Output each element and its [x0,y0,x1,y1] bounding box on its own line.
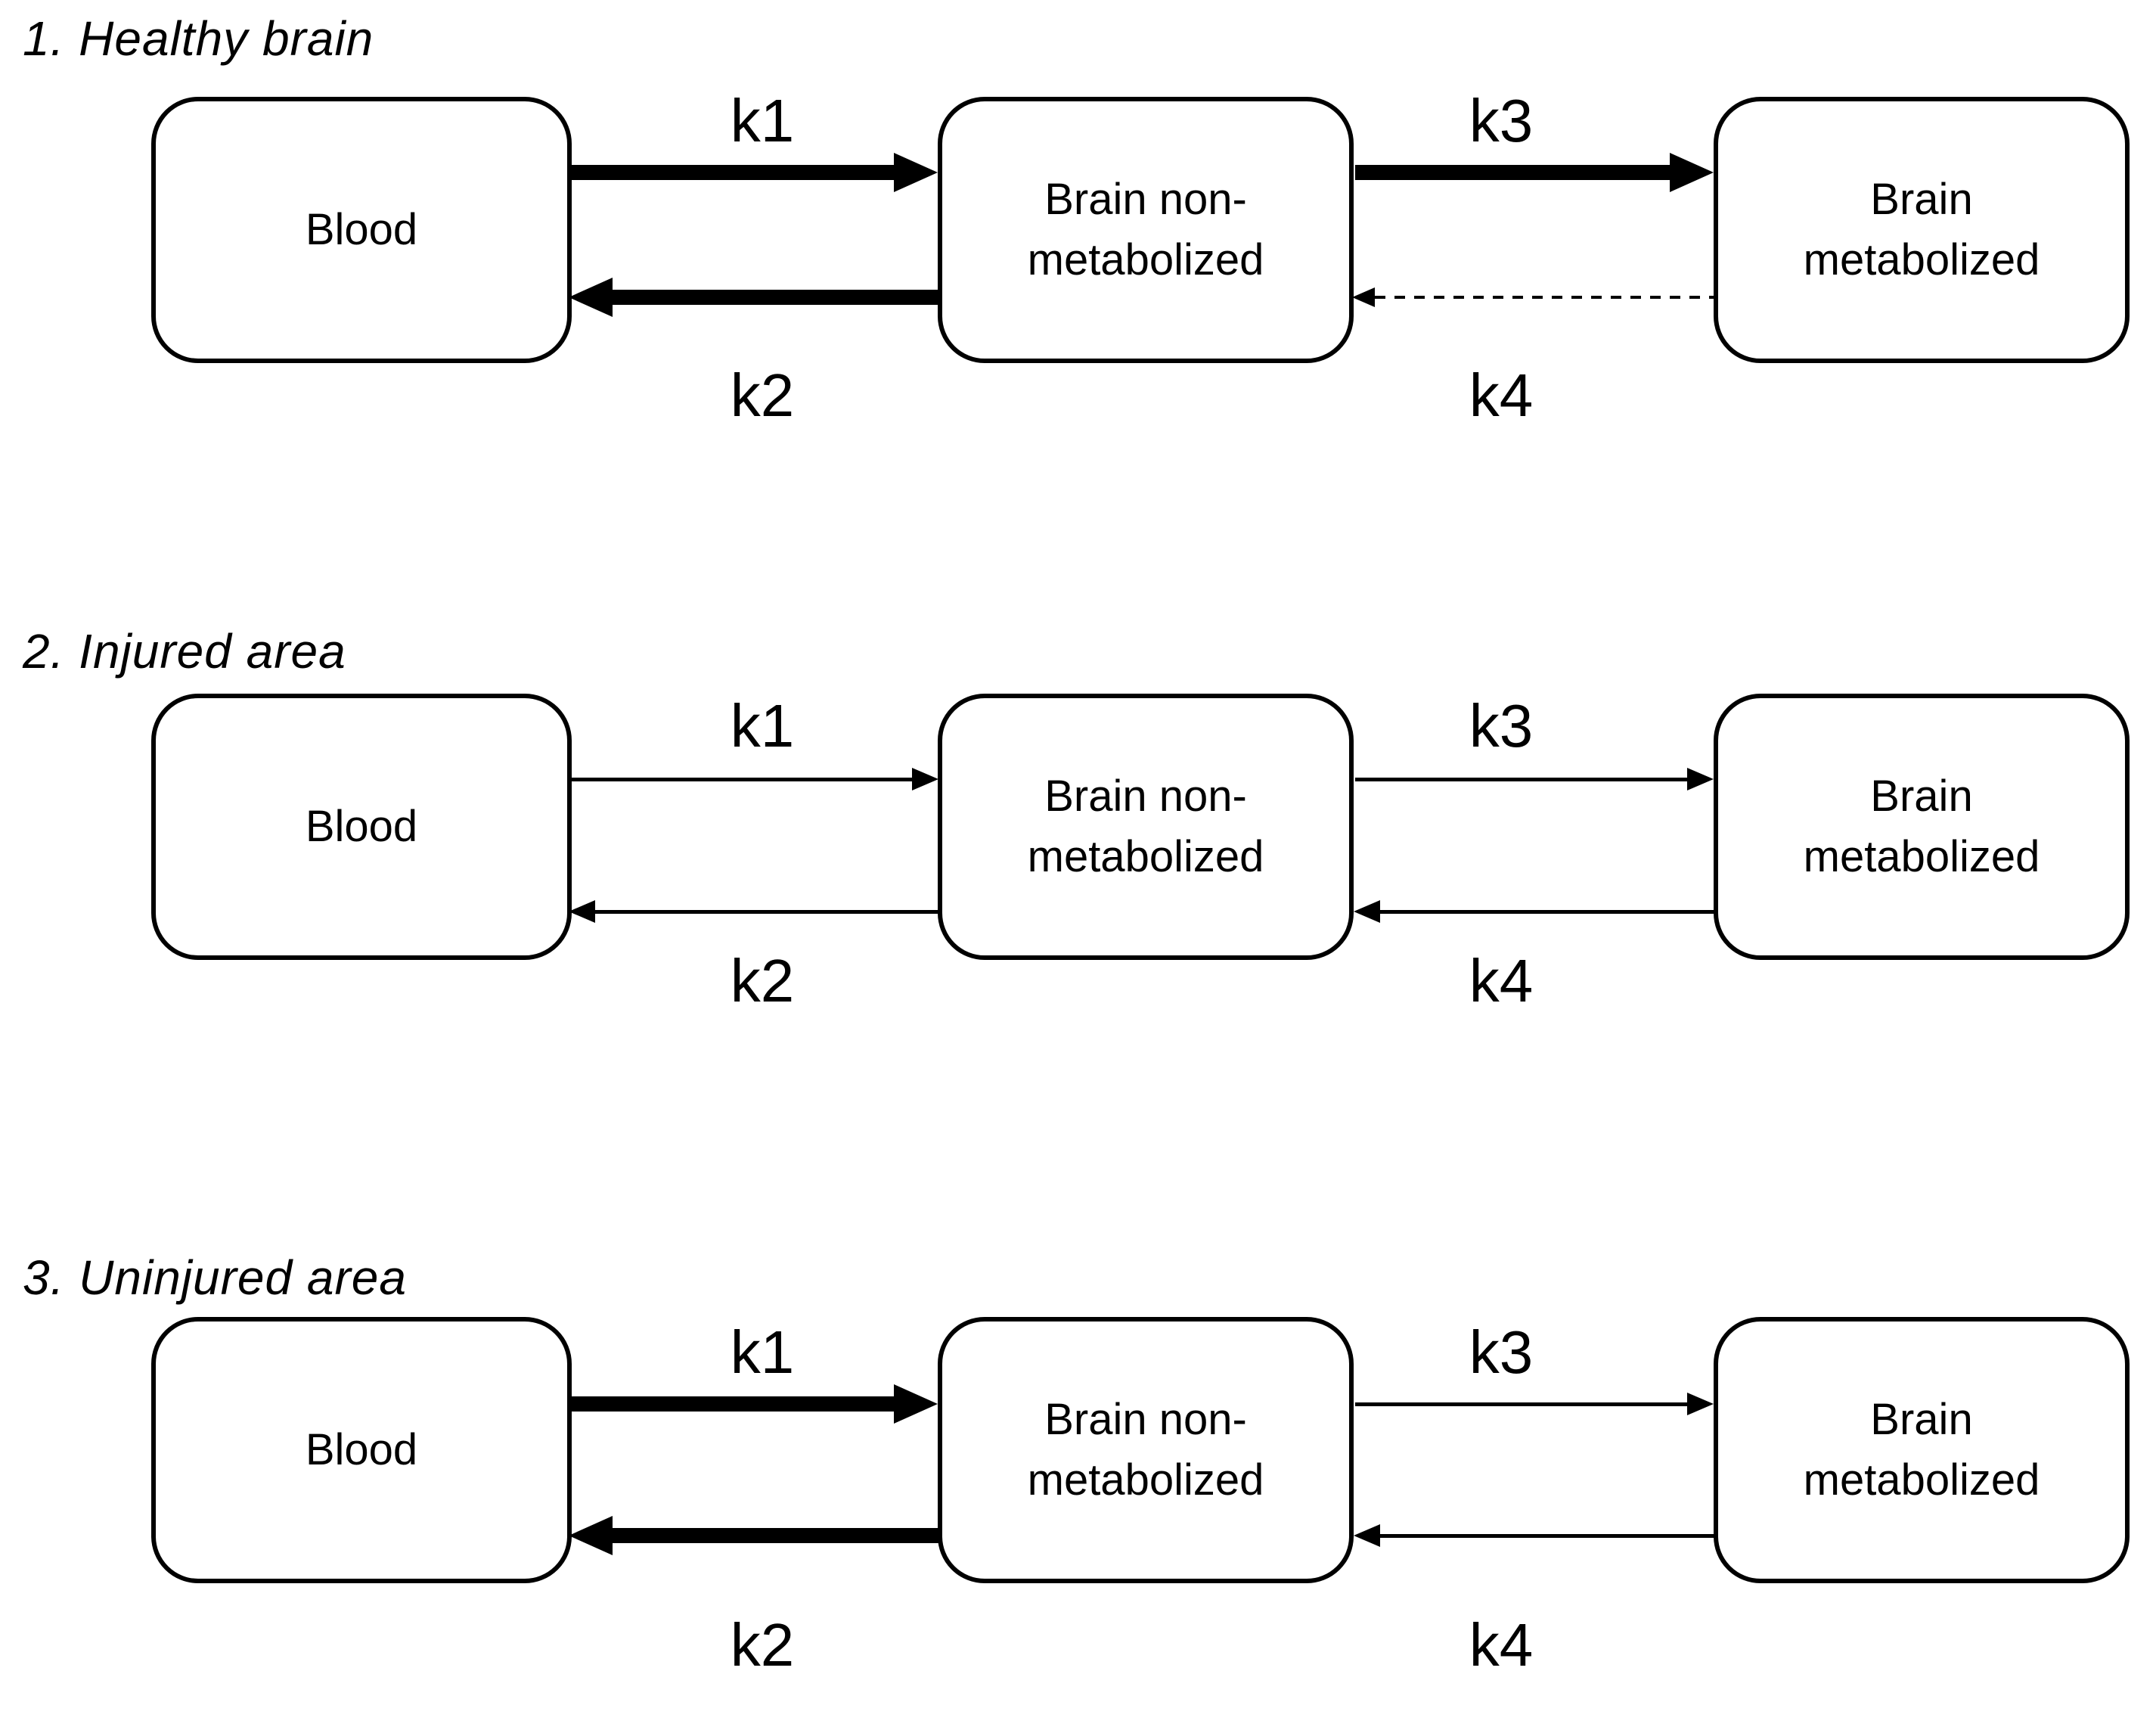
s1-arrowhead-right-icon [894,153,938,192]
s2-box-brain-nonmetabolized-line1: Brain non- [1044,771,1247,821]
s3-arrowhead-right-icon [894,1384,938,1424]
s1-box-brain-metabolized-line1: Brain [1870,174,1973,224]
s1-box-brain-metabolized: Brain metabolized [1714,97,2130,363]
s1-arrow-k1-shaft [570,165,895,180]
s3-rate-label-k1: k1 [730,1318,795,1386]
s3-box-brain-metabolized: Brain metabolized [1714,1317,2130,1583]
s1-box-brain-nonmetabolized-line2: metabolized [1027,235,1264,284]
s2-box-brain-metabolized-line2: metabolized [1803,832,2040,881]
s1-arrowhead-left-dashed-icon [1352,287,1375,307]
section-title-healthy-brain: 1. Healthy brain [23,11,374,66]
s3-box-brain-nonmetabolized-line1: Brain non- [1044,1394,1247,1444]
s3-rate-label-k3: k3 [1469,1318,1534,1386]
s2-box-brain-metabolized: Brain metabolized [1714,694,2130,960]
s1-arrow-k3-shaft [1355,165,1671,180]
s1-box-brain-nonmetabolized-line1: Brain non- [1044,174,1247,224]
s2-rate-label-k2: k2 [730,947,795,1014]
s3-rate-label-k4: k4 [1469,1611,1534,1679]
s1-arrow-k4-shaft [1375,296,1715,299]
s1-arrowhead-left-icon [569,278,613,317]
s2-arrowhead-right-icon [1687,768,1714,790]
s3-rate-label-k2: k2 [730,1611,795,1679]
s2-box-brain-nonmetabolized-line2: metabolized [1027,832,1264,881]
s1-arrow-k2-shaft [613,290,939,305]
s3-arrowhead-right-icon [1687,1393,1714,1415]
s2-rate-label-k3: k3 [1469,692,1534,759]
s2-arrowhead-left-icon [569,900,595,923]
s1-box-blood-label: Blood [305,204,418,254]
s2-box-brain-metabolized-line1: Brain [1870,771,1973,821]
s1-box-blood: Blood [151,97,572,363]
s2-arrowhead-right-icon [912,768,938,790]
s3-arrow-k1-shaft [570,1396,895,1412]
s3-arrowhead-left-icon [1354,1524,1380,1547]
s2-box-blood-label: Blood [305,801,418,851]
s3-box-blood: Blood [151,1317,572,1583]
section-title-uninjured-area: 3. Uninjured area [23,1250,407,1305]
s2-arrow-k4-shaft [1380,910,1715,914]
s2-box-blood: Blood [151,694,572,960]
s1-rate-label-k4: k4 [1469,362,1534,429]
s2-arrow-k2-shaft [595,910,939,914]
s2-arrow-k1-shaft [570,778,912,781]
s1-box-brain-nonmetabolized: Brain non- metabolized [938,97,1354,363]
s3-arrow-k4-shaft [1380,1534,1715,1538]
s2-box-brain-nonmetabolized: Brain non- metabolized [938,694,1354,960]
s1-rate-label-k1: k1 [730,87,795,154]
s2-arrow-k3-shaft [1355,778,1689,781]
s2-rate-label-k4: k4 [1469,947,1534,1014]
s3-arrowhead-left-icon [569,1516,613,1555]
s1-arrowhead-right-icon [1670,153,1714,192]
s3-box-brain-nonmetabolized-line2: metabolized [1027,1455,1264,1505]
s2-arrowhead-left-icon [1354,900,1380,923]
s3-arrow-k2-shaft [613,1528,939,1543]
section-title-injured-area: 2. Injured area [23,624,346,679]
s3-box-brain-metabolized-line1: Brain [1870,1394,1973,1444]
s3-box-brain-metabolized-line2: metabolized [1803,1455,2040,1505]
s3-box-brain-nonmetabolized: Brain non- metabolized [938,1317,1354,1583]
s1-rate-label-k2: k2 [730,362,795,429]
s3-box-blood-label: Blood [305,1424,418,1474]
s1-rate-label-k3: k3 [1469,87,1534,154]
s3-arrow-k3-shaft [1355,1402,1689,1406]
s1-box-brain-metabolized-line2: metabolized [1803,235,2040,284]
s2-rate-label-k1: k1 [730,692,795,759]
